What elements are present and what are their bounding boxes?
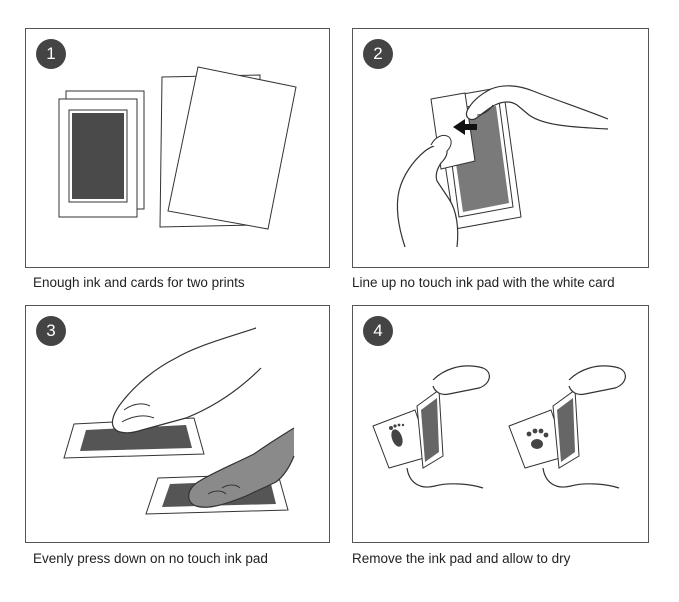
press-down-illustration	[63, 327, 295, 515]
right-lower-hand	[542, 467, 620, 489]
step-4-caption: Remove the ink pad and allow to dry	[352, 551, 571, 566]
step-4-panel: 4	[352, 305, 649, 543]
arrow-left-icon	[453, 119, 477, 135]
line-up-ink-pad-illustration	[396, 85, 609, 248]
step-3-panel: 3	[25, 305, 330, 543]
ink-pad-and-cards-illustration	[58, 66, 297, 230]
step-1-badge: 1	[36, 39, 66, 69]
ink-pad-1	[80, 425, 192, 451]
dog-paw	[188, 427, 295, 508]
ink-pad	[72, 113, 124, 199]
pressing-hand	[111, 327, 262, 434]
left-lower-hand	[406, 467, 484, 489]
white-card-front	[167, 66, 297, 230]
step-1-caption: Enough ink and cards for two prints	[33, 275, 245, 290]
remove-ink-pad-illustration	[372, 365, 626, 489]
step-2-panel: 2	[352, 28, 649, 268]
step-4-badge: 4	[363, 316, 393, 346]
footprint-icon	[391, 429, 403, 447]
pawprint-icon	[531, 439, 543, 449]
step-2-badge: 2	[363, 39, 393, 69]
step-2-caption: Line up no touch ink pad with the white …	[352, 275, 615, 290]
step-1-panel: 1	[25, 28, 330, 268]
left-upper-hand	[432, 365, 490, 396]
upper-hand	[465, 85, 609, 130]
step-3-badge: 3	[36, 316, 66, 346]
right-upper-hand	[568, 365, 626, 396]
step-3-caption: Evenly press down on no touch ink pad	[33, 551, 268, 566]
